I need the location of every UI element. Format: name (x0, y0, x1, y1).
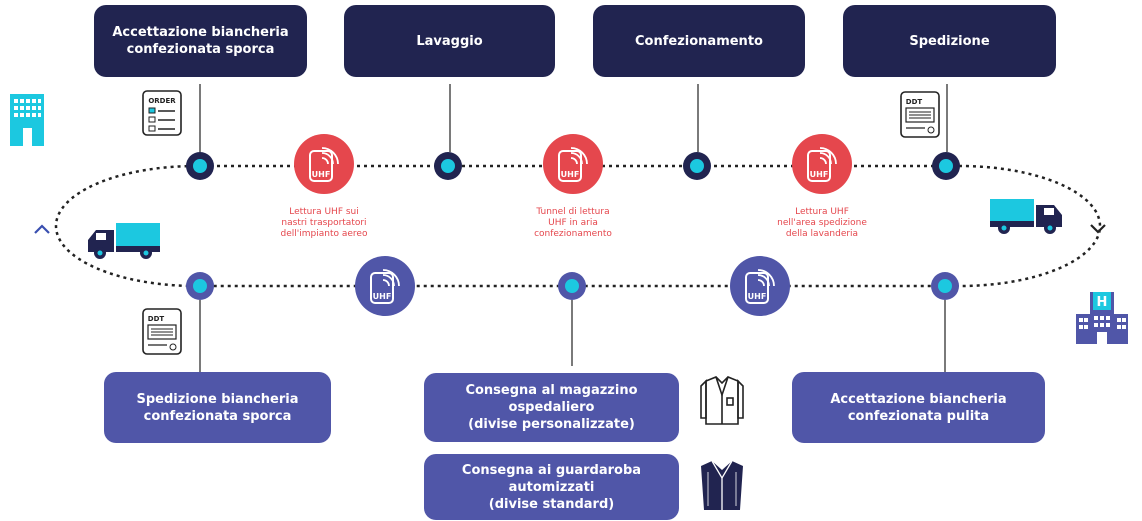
top-nodes (186, 152, 960, 180)
truck-icon (88, 223, 160, 259)
bottom-connectors (199, 300, 946, 372)
step-confezionamento: Confezionamento (593, 5, 805, 77)
step-consegna-magazzino: Consegna al magazzino ospedaliero (divis… (424, 373, 679, 442)
uhf-label: UHF (561, 170, 580, 179)
building-icon (10, 94, 44, 146)
ddt-label: DDT (148, 315, 165, 323)
uhf-tag-icon: UHF (730, 256, 790, 316)
step-accettazione-sporca: Accettazione biancheria confezionata spo… (94, 5, 307, 77)
hospital-icon: H (1076, 292, 1128, 344)
order-document-icon: ORDER (142, 90, 182, 136)
uhf-caption-aereo: Lettura UHF sui nastri trasportatori del… (280, 207, 368, 239)
hospital-letter: H (1097, 295, 1108, 310)
loop-path (54, 164, 1102, 288)
uhf-label: UHF (810, 170, 829, 179)
step-spedizione: Spedizione (843, 5, 1056, 77)
uhf-label: UHF (748, 292, 767, 301)
chevron-up-icon (34, 224, 50, 234)
uhf-caption-tunnel: Tunnel di lettura UHF in aria confeziona… (534, 207, 612, 239)
step-spedizione-sporca: Spedizione biancheria confezionata sporc… (104, 372, 331, 443)
ddt-document-icon: DDT (900, 91, 940, 138)
step-accettazione-pulita: Accettazione biancheria confezionata pul… (792, 372, 1045, 443)
ddt-document-icon: DDT (142, 308, 182, 355)
uhf-label: UHF (312, 170, 331, 179)
uhf-tag-icon: UHF (294, 134, 354, 194)
step-consegna-guardaroba: Consegna ai guardaroba automizzati (divi… (424, 454, 679, 520)
uhf-tag-icon: UHF (355, 256, 415, 316)
truck-icon (990, 199, 1062, 234)
ddt-label: DDT (906, 98, 923, 106)
uniform-icon (701, 460, 743, 510)
uhf-caption-spedizione: Lettura UHF nell'area spedizione della l… (777, 207, 867, 239)
order-label: ORDER (148, 97, 176, 105)
bottom-nodes (186, 272, 959, 300)
uhf-label: UHF (373, 292, 392, 301)
uhf-tag-icon: UHF (792, 134, 852, 194)
step-lavaggio: Lavaggio (344, 5, 555, 77)
uhf-tag-icon: UHF (543, 134, 603, 194)
chevron-down-icon (1090, 224, 1106, 234)
shirt-icon (700, 376, 744, 425)
top-connectors (199, 84, 948, 152)
